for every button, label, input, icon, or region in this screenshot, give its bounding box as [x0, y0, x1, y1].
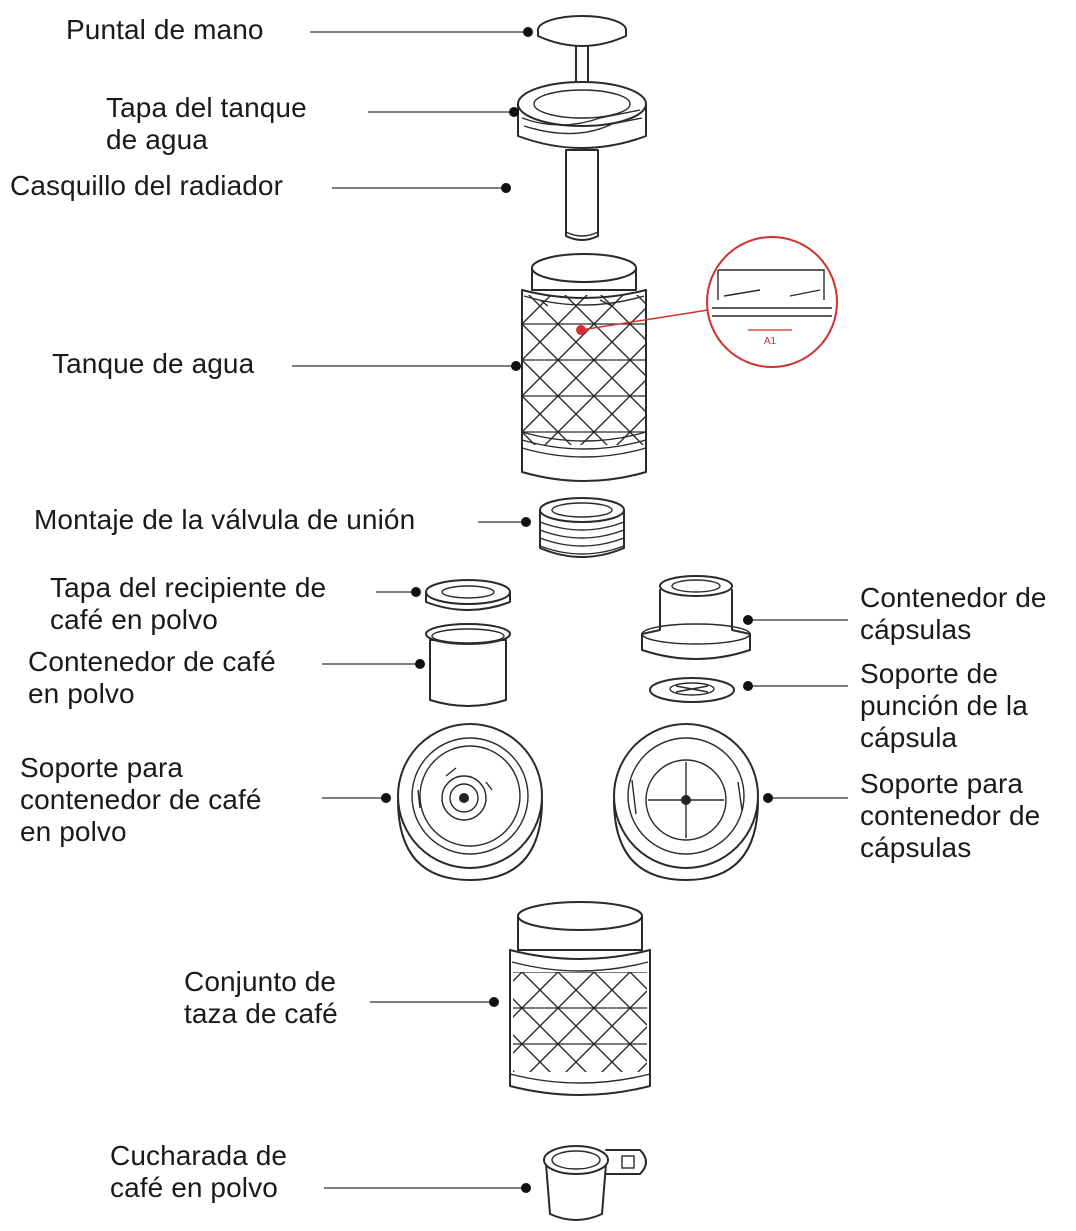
powder-lid-part [425, 579, 511, 611]
powder-container-part [425, 623, 511, 707]
powder-holder-part [397, 723, 543, 881]
cup-set-part [509, 901, 651, 1096]
capsule-holder-part [613, 723, 759, 881]
valve-assembly-part [539, 497, 625, 558]
detail-callout: A1 [580, 236, 838, 368]
water-tank-part [521, 253, 647, 482]
label-powder-container: Contenedor de café en polvo [28, 646, 276, 709]
label-cup-set: Conjunto de taza de café [184, 966, 338, 1029]
label-scoop: Cucharada de café en polvo [110, 1140, 288, 1203]
label-powder-holder: Soporte para contenedor de café en polvo [20, 752, 262, 847]
hand-strut-part [537, 15, 627, 91]
capsule-container-part [641, 575, 751, 660]
label-water-tank: Tanque de agua [52, 348, 255, 379]
label-radiator-sleeve: Casquillo del radiador [10, 170, 284, 201]
label-capsule-container: Contenedor de cápsulas [860, 582, 1047, 645]
radiator-sleeve-part [565, 149, 599, 241]
label-valve-assembly: Montaje de la válvula de unión [34, 504, 416, 535]
scoop-part [543, 1145, 647, 1221]
capsule-puncture-part [649, 677, 735, 703]
label-hand-strut: Puntal de mano [66, 14, 264, 45]
label-capsule-holder: Soporte para contenedor de cápsulas [860, 768, 1041, 863]
leader-lines [292, 27, 848, 1193]
detail-text: A1 [764, 336, 777, 347]
label-tank-lid: Tapa del tanque de agua [106, 92, 307, 155]
label-powder-lid: Tapa del recipiente de café en polvo [50, 572, 327, 635]
tank-lid-part [517, 81, 647, 149]
label-capsule-puncture: Soporte de punción de la cápsula [860, 658, 1028, 753]
